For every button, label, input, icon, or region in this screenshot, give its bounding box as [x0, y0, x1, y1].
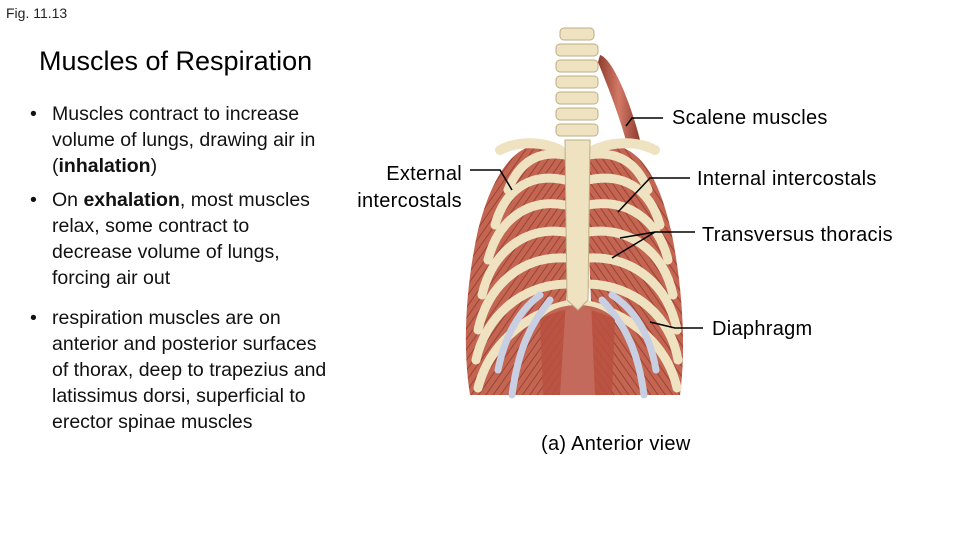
- bullet-exhalation: • On exhalation, most muscles relax, som…: [30, 187, 330, 291]
- label-scalene: Scalene muscles: [672, 107, 828, 129]
- label-external-line2: intercostals: [357, 190, 462, 212]
- bullet-text: , most muscles relax, some contract to d…: [52, 189, 310, 289]
- label-internal-intercostals: Internal intercostals: [697, 168, 877, 190]
- bullet-dot: •: [30, 103, 37, 125]
- diaphragm-muscle: [540, 305, 615, 395]
- slide-title: Muscles of Respiration: [39, 46, 313, 76]
- label-transversus-thoracis: Transversus thoracis: [702, 224, 893, 246]
- ribs-right: [583, 149, 683, 393]
- label-external-line1: External: [386, 163, 462, 185]
- figure-caption: (a) Anterior view: [541, 433, 691, 455]
- sternum: [564, 139, 591, 311]
- bullet-text: respiration muscles are on anterior and …: [52, 307, 327, 433]
- cartilage-left: [494, 291, 554, 399]
- figure-label: Fig. 11.13: [6, 5, 68, 21]
- bullet-list: • Muscles contract to increase volume of…: [30, 101, 330, 443]
- cervical-spine: [555, 27, 599, 137]
- bullet-text: Muscles contract to increase volume of l…: [52, 103, 316, 177]
- bullet-text: ): [150, 155, 158, 177]
- bullet-dot: •: [30, 189, 37, 211]
- cartilage-right: [598, 291, 660, 399]
- bullet-dot: •: [30, 307, 37, 329]
- scalene-muscle: [598, 55, 640, 148]
- bullet-bold-exhalation: exhalation: [83, 189, 180, 211]
- bullet-bold-inhalation: inhalation: [58, 155, 151, 177]
- bullet-text: On: [52, 189, 84, 211]
- bullet-location: • respiration muscles are on anterior an…: [30, 305, 330, 435]
- label-diaphragm: Diaphragm: [712, 318, 813, 340]
- bullet-inhalation: • Muscles contract to increase volume of…: [30, 101, 330, 179]
- leader-lines: [470, 117, 703, 329]
- clavicles: [495, 138, 660, 155]
- label-external-intercostals: External intercostals: [330, 161, 462, 215]
